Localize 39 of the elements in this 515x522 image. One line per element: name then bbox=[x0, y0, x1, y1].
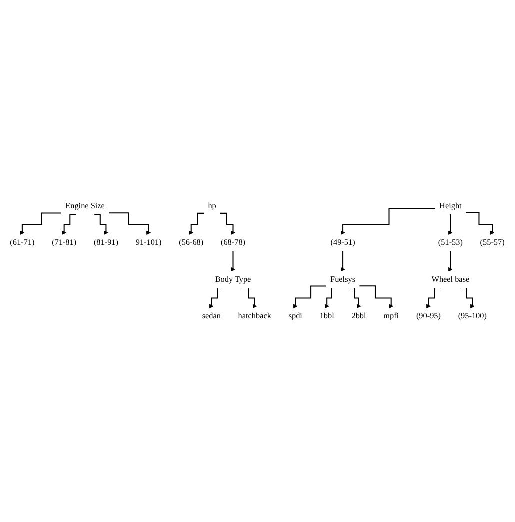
arrow bbox=[350, 287, 362, 308]
node-text: hp bbox=[208, 201, 216, 210]
arrow bbox=[324, 287, 336, 308]
arrow bbox=[62, 213, 76, 235]
node-text: (51-53) bbox=[438, 238, 463, 247]
node-text: (71-81) bbox=[52, 238, 77, 247]
arrow bbox=[426, 287, 441, 308]
node-text: spdi bbox=[288, 312, 302, 320]
arrow bbox=[189, 212, 204, 235]
node-text: (90-95) bbox=[416, 312, 441, 320]
arrow bbox=[448, 213, 453, 235]
node-text: mpfi bbox=[384, 312, 400, 320]
node-text: Height bbox=[440, 201, 462, 210]
arrow bbox=[460, 287, 475, 308]
arrow bbox=[242, 287, 258, 308]
node-text: (68-78) bbox=[220, 238, 246, 247]
arrow bbox=[231, 250, 236, 272]
node-text: 91-101) bbox=[136, 238, 162, 247]
node-text: (95-100) bbox=[458, 312, 487, 320]
node-text: sedan bbox=[202, 312, 221, 320]
arrow bbox=[360, 285, 394, 308]
arrow bbox=[209, 287, 224, 308]
node-text: 1bbl bbox=[320, 312, 334, 320]
node-text: (61-71) bbox=[10, 238, 35, 247]
node-text: 2bbl bbox=[352, 312, 366, 320]
arrow bbox=[466, 212, 495, 235]
arrow bbox=[340, 208, 436, 235]
arrow bbox=[340, 250, 346, 272]
arrow bbox=[20, 212, 62, 235]
arrow bbox=[220, 212, 236, 235]
node-text: hatchback bbox=[238, 312, 272, 320]
node-text: (55-57) bbox=[480, 238, 505, 247]
node-text: (56-68) bbox=[179, 238, 204, 247]
arrow bbox=[448, 250, 453, 272]
arrow bbox=[94, 213, 108, 235]
node-text: (49-51) bbox=[330, 238, 356, 247]
arrow bbox=[109, 212, 152, 235]
node-text: (81-91) bbox=[94, 238, 118, 247]
arrow bbox=[293, 285, 326, 308]
